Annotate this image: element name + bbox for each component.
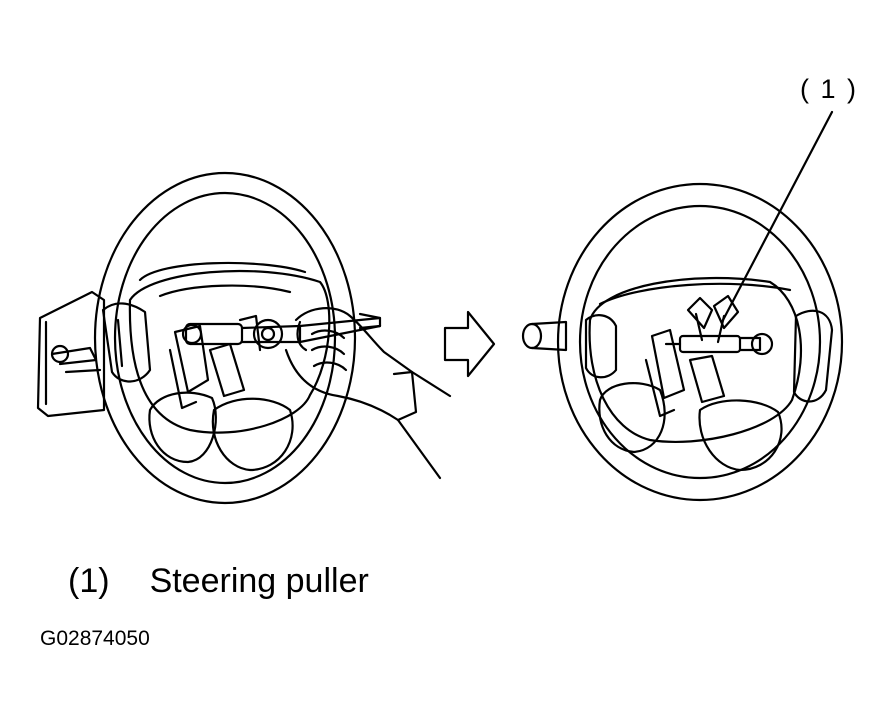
left-wheel-with-hand bbox=[36, 171, 452, 505]
figure-id: G02874050 bbox=[40, 627, 150, 650]
callout-label-1: ( 1 ) bbox=[800, 74, 859, 104]
right-arrow-icon bbox=[443, 310, 496, 378]
steering-wheel-removal-illustration bbox=[36, 110, 844, 505]
legend-number: (1) bbox=[68, 562, 110, 600]
legend: (1) Steering puller bbox=[68, 562, 369, 601]
right-wheel-with-puller bbox=[521, 110, 844, 502]
legend-text: Steering puller bbox=[149, 562, 369, 600]
